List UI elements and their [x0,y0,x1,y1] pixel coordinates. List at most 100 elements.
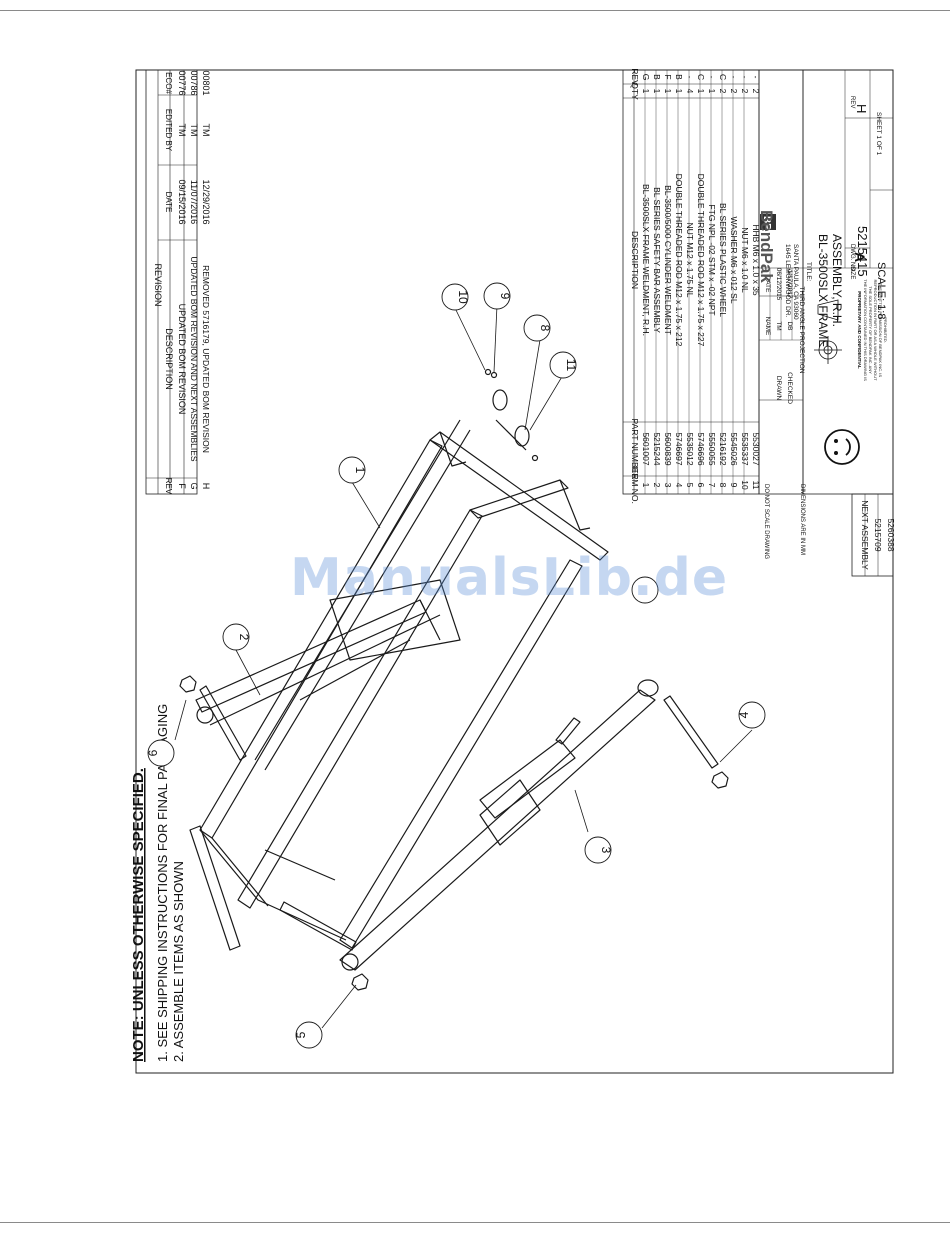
checked-name: DB [786,321,793,330]
balloon-5: 5 [294,1031,308,1038]
balloon-9: 9 [498,293,512,300]
next-assembly-item: 5215709 [873,518,883,551]
bom-cell: BL SERIES PLASTIC WHEEL [718,203,728,317]
bom-cell: HHB M6 x 1.0 x 35 [751,224,761,296]
svg-text:00776: 00776 [177,70,187,95]
bom-cell: - [740,76,750,79]
drawing-title-line-1: BL-3500SLX FRAME [816,234,830,347]
bom-cell: 1 [674,89,684,94]
bom-cell: 1 [696,89,706,94]
notes-heading: NOTE: UNLESS OTHERWISE SPECIFIED. [130,768,147,1062]
bom-cell: 7 [707,483,717,488]
balloon-6: 6 [146,749,160,756]
balloon-3: 3 [599,847,613,854]
svg-text:REMOVED 5716179, UPDATED BOM R: REMOVED 5716179, UPDATED BOM REVISION [201,265,211,453]
svg-text:PROPRIETARY AND CONFIDENTIAL: PROPRIETARY AND CONFIDENTIAL [857,291,862,369]
bom-cell: 2 [729,89,739,94]
revision-row: F UPDATED BOM REVISION 09/15/2016 TM 007… [177,70,187,489]
bom-cell: 2 [718,89,728,94]
bom-cell: B [674,74,684,80]
name-label: NAME [764,317,771,336]
balloon-11: 11 [564,359,578,372]
bom-cell: C [718,74,728,80]
revision-header-date: DATE [164,192,173,213]
address-line-1: 1645 LEMONWOOD DR. [784,244,791,318]
bom-cell: NUT M12 x 1.75 NL [685,223,695,298]
bom-cell: C [696,74,706,80]
note-item: 2. ASSEMBLE ITEMS AS SHOWN [171,861,186,1062]
bom-cell: 1 [652,89,662,94]
next-assembly-table: NEXT ASSEMBLY 5215709 5260388 [851,493,896,577]
bom-cell: DOUBLE THREADED ROD M12 x 1.75 x 212 [674,174,684,347]
revision-title: REVISION [153,263,163,306]
proprietary-notice: PROPRIETARY AND CONFIDENTIAL THE INFORMA… [857,279,888,381]
bom-cell: 5545026 [729,432,739,465]
bom-cell: 2 [751,89,761,94]
revision-table: REVISION REV DESCRIPTION DATE EDITED BY … [145,69,211,495]
svg-text:TM: TM [189,124,199,137]
balloon-2: 2 [237,634,251,641]
checked-date: 1/17/2017 [786,270,793,299]
revision-row: G UPDATED BOM REVISION AND NEXT ASSEMBLI… [189,70,199,489]
bom-cell: NUT M6 x 1.0 NL [740,227,750,293]
bom-cell: - [685,76,695,79]
dimensions-note: DIMENSIONS ARE IN MM [799,484,805,555]
drawn-name: TM [775,321,782,330]
svg-text:11/07/2016: 11/07/2016 [189,180,199,224]
balloon-8: 8 [538,325,552,332]
top-rule [0,10,950,11]
rev-label: REV [849,96,855,108]
balloon-leaders [174,304,753,1029]
svg-text:THE INFORMATION CONTAINED IN T: THE INFORMATION CONTAINED IN THIS DRAWIN… [863,279,868,381]
date-label: DATE [764,276,771,294]
bom-cell: 6 [696,483,706,488]
revision-header-edited-by: EDITED BY [164,109,173,152]
smiley-icon [824,429,860,465]
title-block: DO NOT SCALE DRAWING DIMENSIONS ARE IN M… [757,69,894,559]
bom-cell: 9 [729,483,739,488]
sheet-count: SHEET 1 OF 1 [875,112,882,156]
bom-table: ITEM NO. PART NUMBER DESCRIPTION QTY REV… [622,68,761,504]
bom-cell: BL-3500/5000 CYLINDER WELDMENT [663,185,673,335]
bom-cell: 8 [718,483,728,488]
bom-cell: 5746696 [696,432,706,465]
svg-text:12/29/2016: 12/29/2016 [201,179,211,224]
drawing-title-line-2: ASSEMBLY, R.H. [830,234,844,327]
bom-cell: 5215244 [652,432,662,465]
scale: SCALE: 1:8 [875,262,887,319]
bom-header: ITEM NO. PART NUMBER DESCRIPTION QTY REV [630,68,640,504]
bom-cell: 5550055 [707,432,717,465]
bom-cell: 11 [751,481,761,490]
svg-text:TM: TM [201,124,211,137]
projection-label: THIRD ANGLE PROJECTION [798,286,805,373]
dwg-no-label: DWG. NO. [849,244,855,273]
bom-cell: 5530027 [751,432,761,465]
bom-cell: 1 [663,89,673,94]
svg-text:PROHIBITED.: PROHIBITED. [883,317,888,343]
bom-cell: 3 [663,483,673,488]
balloon-10: 10 [456,290,470,304]
note-item: 1. SEE SHIPPING INSTRUCTIONS FOR FINAL P… [155,704,170,1062]
bom-cell: FTG NPL -02 STM x -02 NPT [707,204,717,315]
svg-text:THE SOLE PROPERTY OF BENDPAK I: THE SOLE PROPERTY OF BENDPAK INC. ANY [868,286,873,374]
bom-cell: F [663,74,673,79]
bom-cell: WASHER M6 x 012 SL [729,216,739,303]
watermark: ManualsLib.de [290,548,729,608]
svg-text:F: F [177,483,187,489]
svg-text:00801: 00801 [201,70,211,95]
address-line-2: SANTA PAULA, CA 93060 [792,244,799,320]
svg-text:G: G [189,482,199,489]
title-label: TITLE: [805,262,812,282]
checked-label: CHECKED [786,372,793,404]
bom-cell: 4 [685,89,695,94]
next-assembly-item: 5260388 [886,518,896,551]
